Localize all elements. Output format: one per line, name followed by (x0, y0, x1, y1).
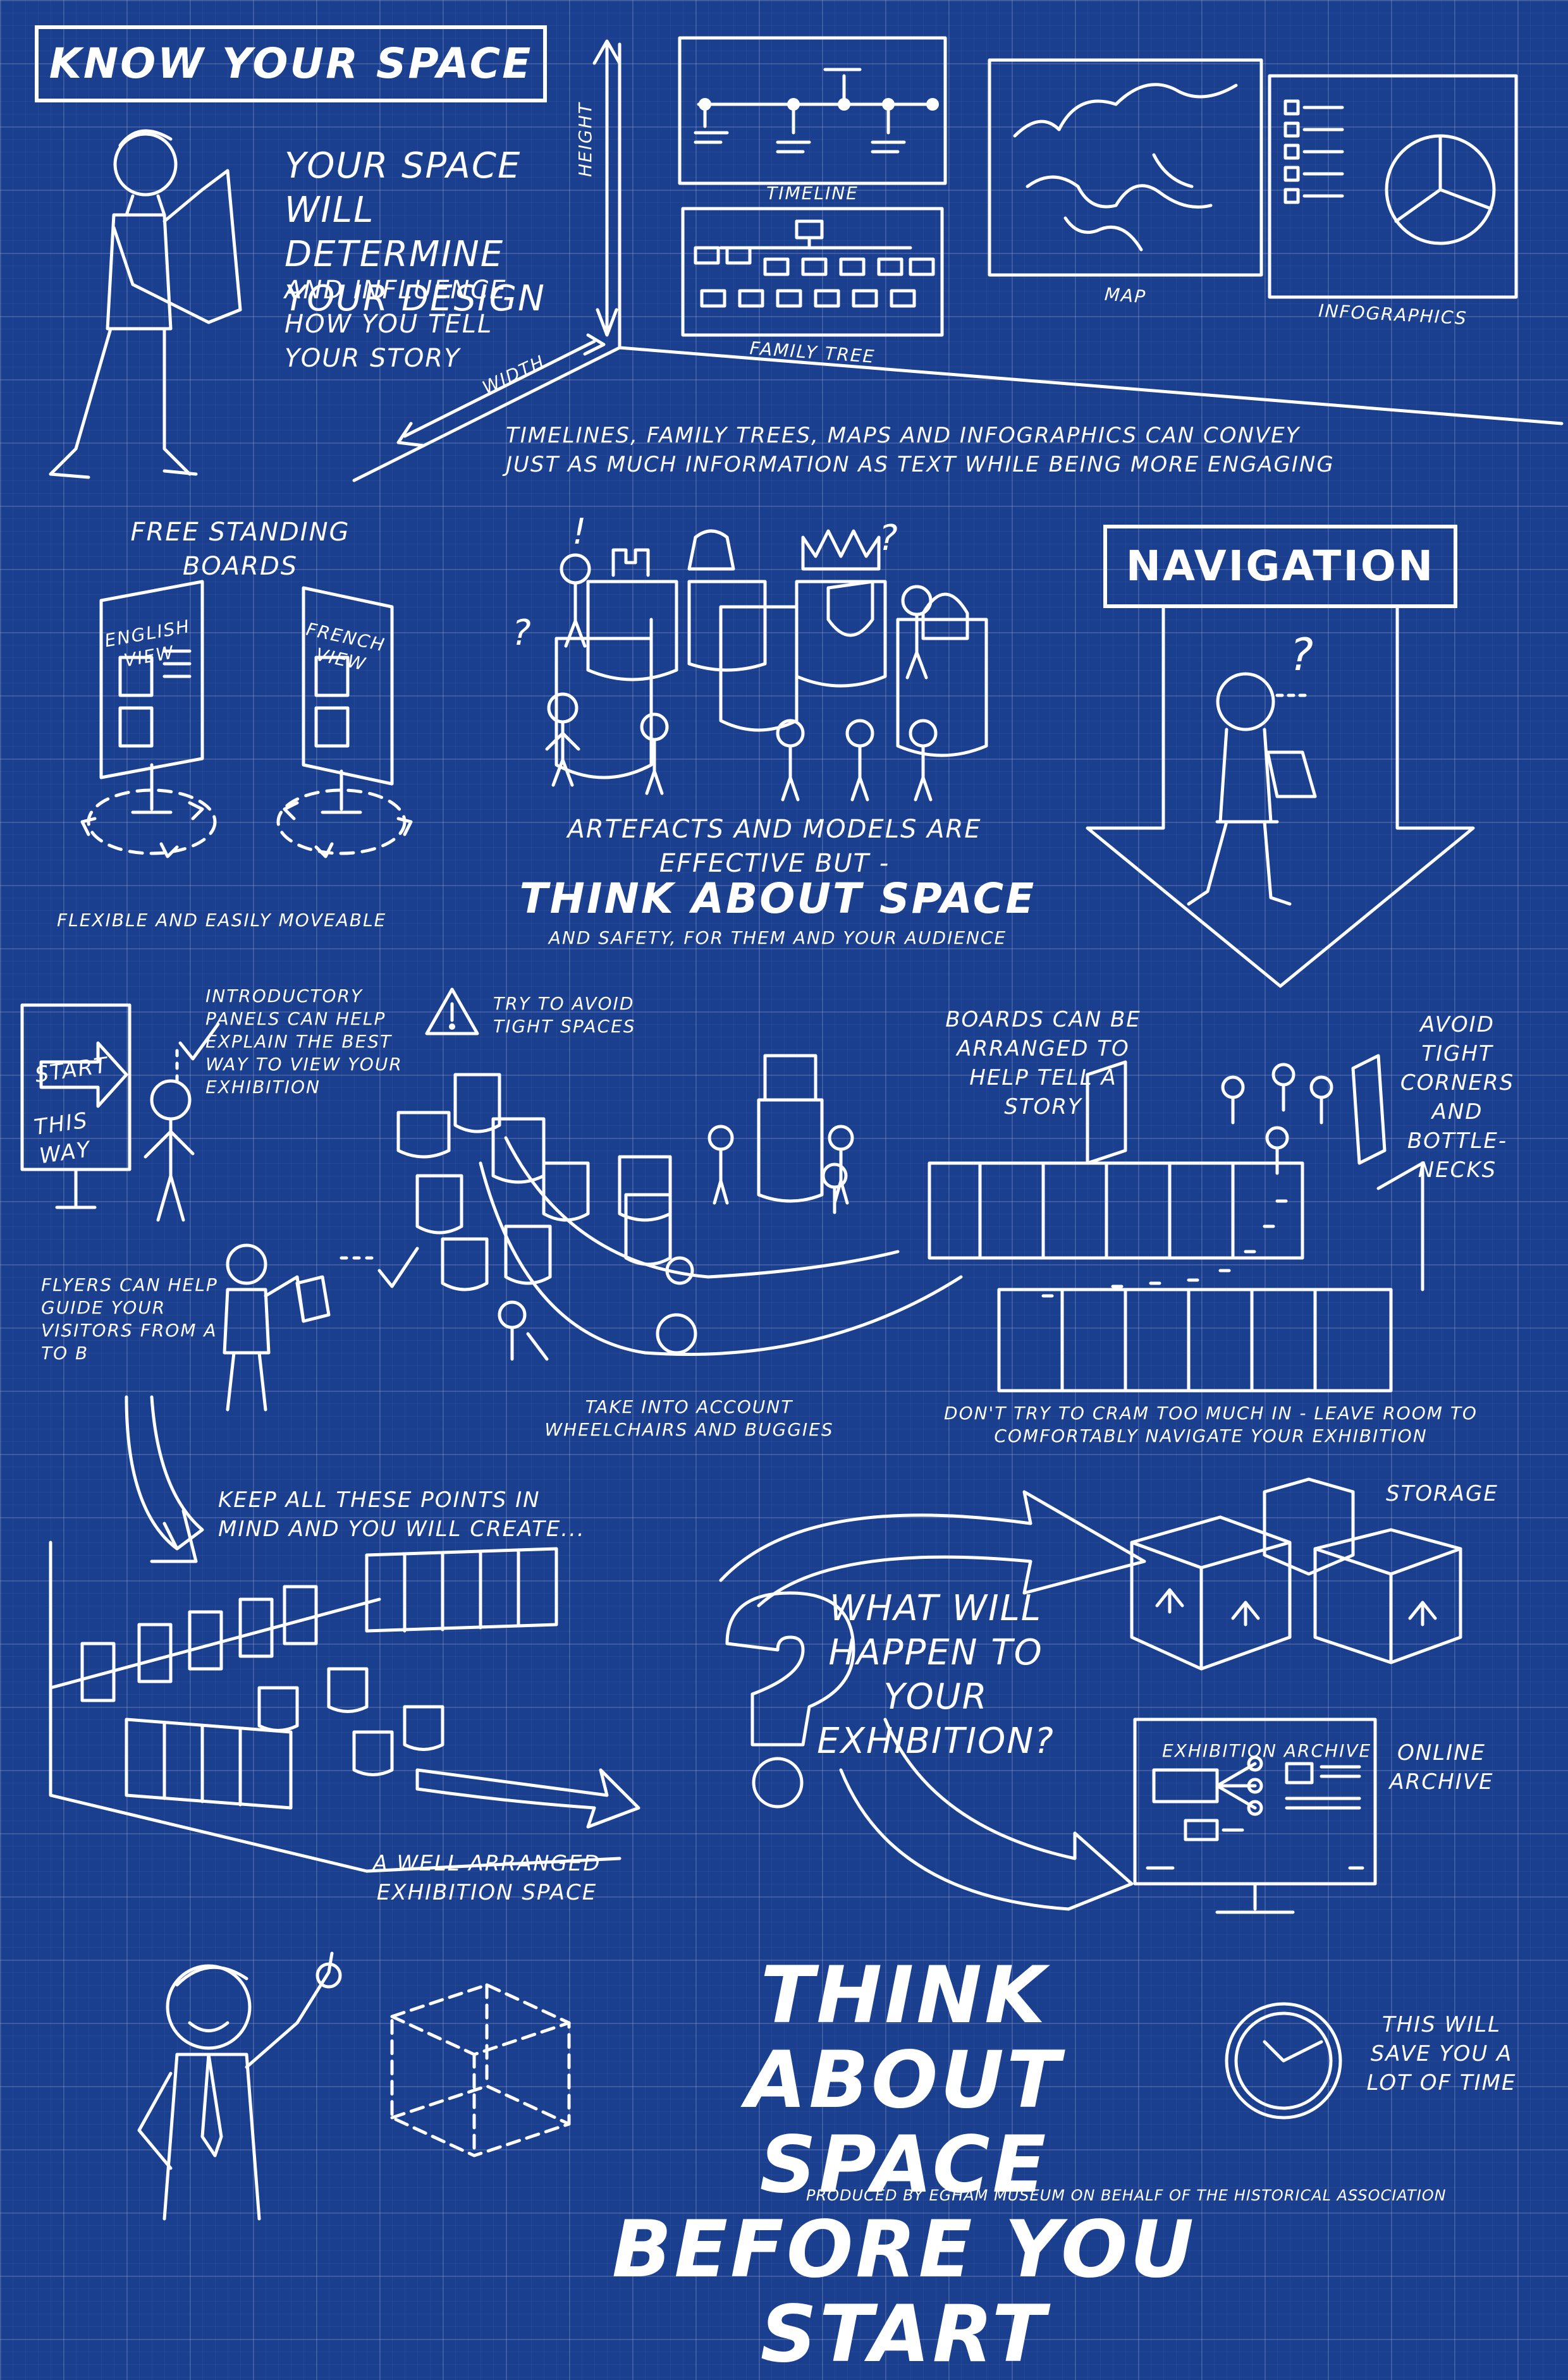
footer-headline: THINK ABOUT SPACE BEFORE YOU START (611, 1950, 1197, 2380)
svg-text:?: ? (512, 613, 531, 654)
timeline-label: TIMELINE (766, 183, 859, 204)
infographics-panel (1268, 74, 1518, 299)
intro-panels-text: INTRODUCTORY PANELS CAN HELP EXPLAIN THE… (205, 986, 403, 1097)
boards-story-text: BOARDS CAN BE ARRANGED TO HELP TELL A ST… (945, 1007, 1141, 1120)
storage-label: STORAGE (1386, 1481, 1498, 1506)
navigation-arrow: ? (1086, 605, 1475, 988)
free-standing-boards-heading: FREE STANDING BOARDS (130, 518, 350, 581)
online-archive-label: ONLINE ARCHIVE (1389, 1740, 1494, 1795)
what-will-happen-text: WHAT WILL HAPPEN TO YOUR EXHIBITION? (817, 1588, 1055, 1762)
map-panel (988, 58, 1263, 277)
boards-caption: FLEXIBLE AND EASILY MOVEABLE (57, 910, 387, 931)
guide-arrow-down (125, 1395, 204, 1563)
avoid-corners-text: AVOID TIGHT CORNERS AND BOTTLE- NECKS (1400, 1012, 1515, 1183)
dont-cram-text: DON'T TRY TO CRAM TOO MUCH IN - LEAVE RO… (944, 1403, 1478, 1446)
room-perspective-lines (352, 39, 1564, 482)
this-way-label: THIS WAY (32, 1108, 93, 1169)
think-about-space-headline: THINK ABOUT SPACE (519, 874, 1036, 923)
know-your-space-heading: KNOW YOUR SPACE (49, 39, 533, 88)
family-tree-panel (681, 207, 944, 337)
warning-triangle-icon (425, 987, 479, 1035)
artefacts-crowd-illustration: ? ? ! (512, 511, 988, 802)
exhibition-room-illustration (49, 1541, 622, 1873)
credit-text: PRODUCED BY EGHAM MUSEUM ON BEHALF OF TH… (806, 2187, 1447, 2204)
safety-text: AND SAFETY, FOR THEM AND YOUR AUDIENCE (548, 927, 1007, 948)
exhibition-path-illustration (396, 1054, 1424, 1393)
navigation-heading: NAVIGATION (1125, 542, 1435, 590)
keep-points-text: KEEP ALL THESE POINTS IN MIND AND YOU WI… (218, 1487, 585, 1542)
flyer-reader-illustration (223, 1243, 419, 1412)
clock-icon (1225, 2002, 1342, 2120)
dashed-cube-icon (390, 1983, 571, 2157)
archive-monitor-illustration (1133, 1718, 1377, 1914)
well-arranged-text: A WELL ARRANGED EXHIBITION SPACE (372, 1851, 601, 1905)
svg-text:?: ? (1290, 629, 1313, 681)
know-your-space-sign: KNOW YOUR SPACE (35, 25, 547, 102)
man-measuring-illustration (49, 129, 242, 479)
wheelchairs-text: TAKE INTO ACCOUNT WHEELCHAIRS AND BUGGIE… (544, 1396, 834, 1440)
question-mark-arrows-illustration (719, 1490, 1146, 1911)
navigation-sign: NAVIGATION (1103, 525, 1457, 608)
space-determines-design-text: YOUR SPACE WILL DETERMINE YOUR DESIGN (285, 145, 546, 319)
svg-text:!: ! (572, 511, 586, 552)
pointing-man-illustration (137, 1951, 342, 2221)
panels-caption: TIMELINES, FAMILY TREES, MAPS AND INFOGR… (506, 423, 1335, 477)
influence-story-text: AND INFLUENCE HOW YOU TELL YOUR STORY (285, 276, 507, 373)
storage-boxes-illustration (1130, 1477, 1462, 1671)
save-time-text: THIS WILL SAVE YOU A LOT OF TIME (1366, 2012, 1517, 2096)
well-arranged-arrow (415, 1768, 640, 1829)
height-label: HEIGHT (575, 102, 596, 177)
start-sign-illustration (20, 1003, 220, 1222)
svg-text:?: ? (879, 518, 898, 559)
tight-spaces-text: TRY TO AVOID TIGHT SPACES (493, 993, 636, 1037)
archive-screen-label: EXHIBITION ARCHIVE (1162, 1740, 1372, 1761)
flyers-text: FLYERS CAN HELP GUIDE YOUR VISITORS FROM… (41, 1274, 218, 1364)
artefacts-effective-text: ARTEFACTS AND MODELS ARE EFFECTIVE BUT - (567, 815, 982, 878)
free-standing-boards-illustration (80, 580, 413, 858)
timeline-panel (678, 36, 947, 185)
